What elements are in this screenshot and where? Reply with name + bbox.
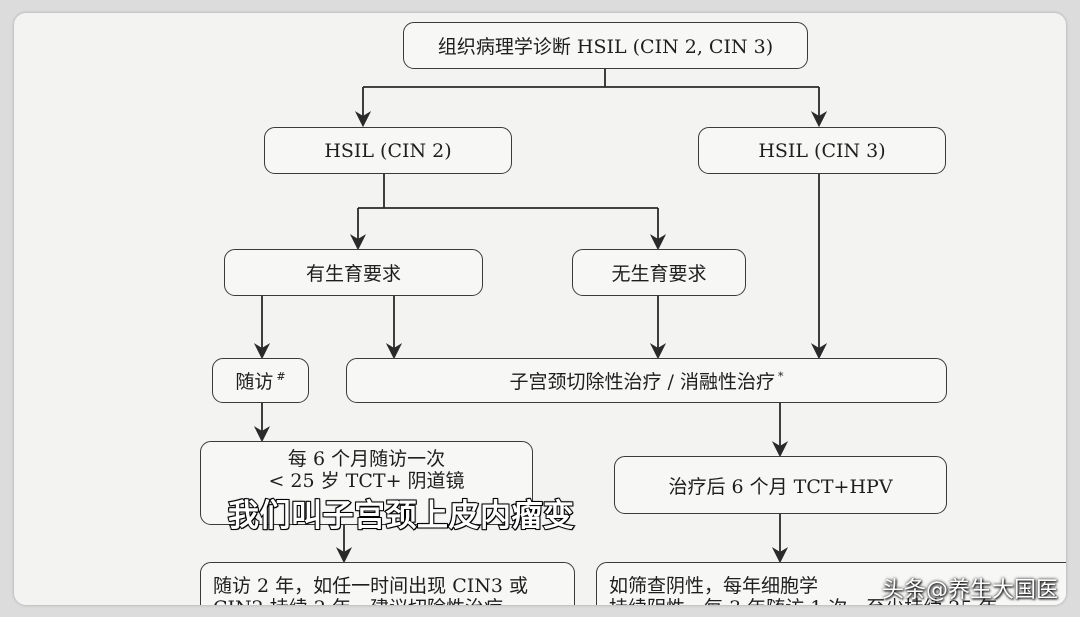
video-subtitle: 我们叫子宫颈上皮内瘤变 — [227, 497, 575, 535]
follow-up-detail-line1: 每 6 个月随访一次 — [287, 448, 446, 470]
screening-line1: 如筛查阴性，每年细胞学 — [609, 575, 819, 597]
cin2-label: HSIL (CIN 2) — [324, 139, 452, 162]
cin3-node: HSIL (CIN 3) — [698, 127, 946, 174]
follow-up-node: 随访# — [212, 358, 309, 403]
follow-up-detail-node: 每 6 个月随访一次 < 25 岁 TCT+ 阴道镜 — [200, 441, 533, 525]
fertility-yes-label: 有生育要求 — [305, 263, 401, 285]
post-treatment-node: 治疗后 6 个月 TCT+HPV — [614, 456, 947, 514]
cin3-label: HSIL (CIN 3) — [758, 139, 886, 162]
follow-up-label: 随访 — [235, 371, 274, 393]
treatment-footnote-mark: * — [777, 370, 784, 383]
follow-up-footnote-mark: # — [276, 370, 286, 383]
cin2-node: HSIL (CIN 2) — [264, 127, 512, 174]
screening-node: 如筛查阴性，每年细胞学 持续阴性，每 3 年随访 1 次，至少持续 25 年 — [596, 562, 1066, 605]
screening-line2: 持续阴性，每 3 年随访 1 次，至少持续 25 年 — [609, 597, 998, 605]
treatment-node: 子宫颈切除性治疗 / 消融性治疗* — [346, 358, 947, 403]
connector-arrows — [253, 69, 828, 564]
follow-up-detail-line2: < 25 岁 TCT+ 阴道镜 — [268, 470, 465, 492]
two-year-line1: 随访 2 年，如任一时间出现 CIN3 或 — [213, 575, 529, 597]
fertility-no-label: 无生育要求 — [611, 263, 707, 285]
root-diagnosis-label: 组织病理学诊断 HSIL (CIN 2, CIN 3) — [437, 36, 774, 58]
root-diagnosis-node: 组织病理学诊断 HSIL (CIN 2, CIN 3) — [403, 22, 808, 69]
source-watermark: 头条@养生大国医 — [881, 578, 1058, 603]
fertility-yes-node: 有生育要求 — [224, 249, 483, 296]
post-treatment-label: 治疗后 6 个月 TCT+HPV — [668, 475, 893, 498]
fertility-no-node: 无生育要求 — [572, 249, 746, 296]
flowchart-canvas: 组织病理学诊断 HSIL (CIN 2, CIN 3) HSIL (CIN 2)… — [14, 13, 1066, 605]
treatment-label: 子宫颈切除性治疗 / 消融性治疗 — [509, 371, 775, 393]
